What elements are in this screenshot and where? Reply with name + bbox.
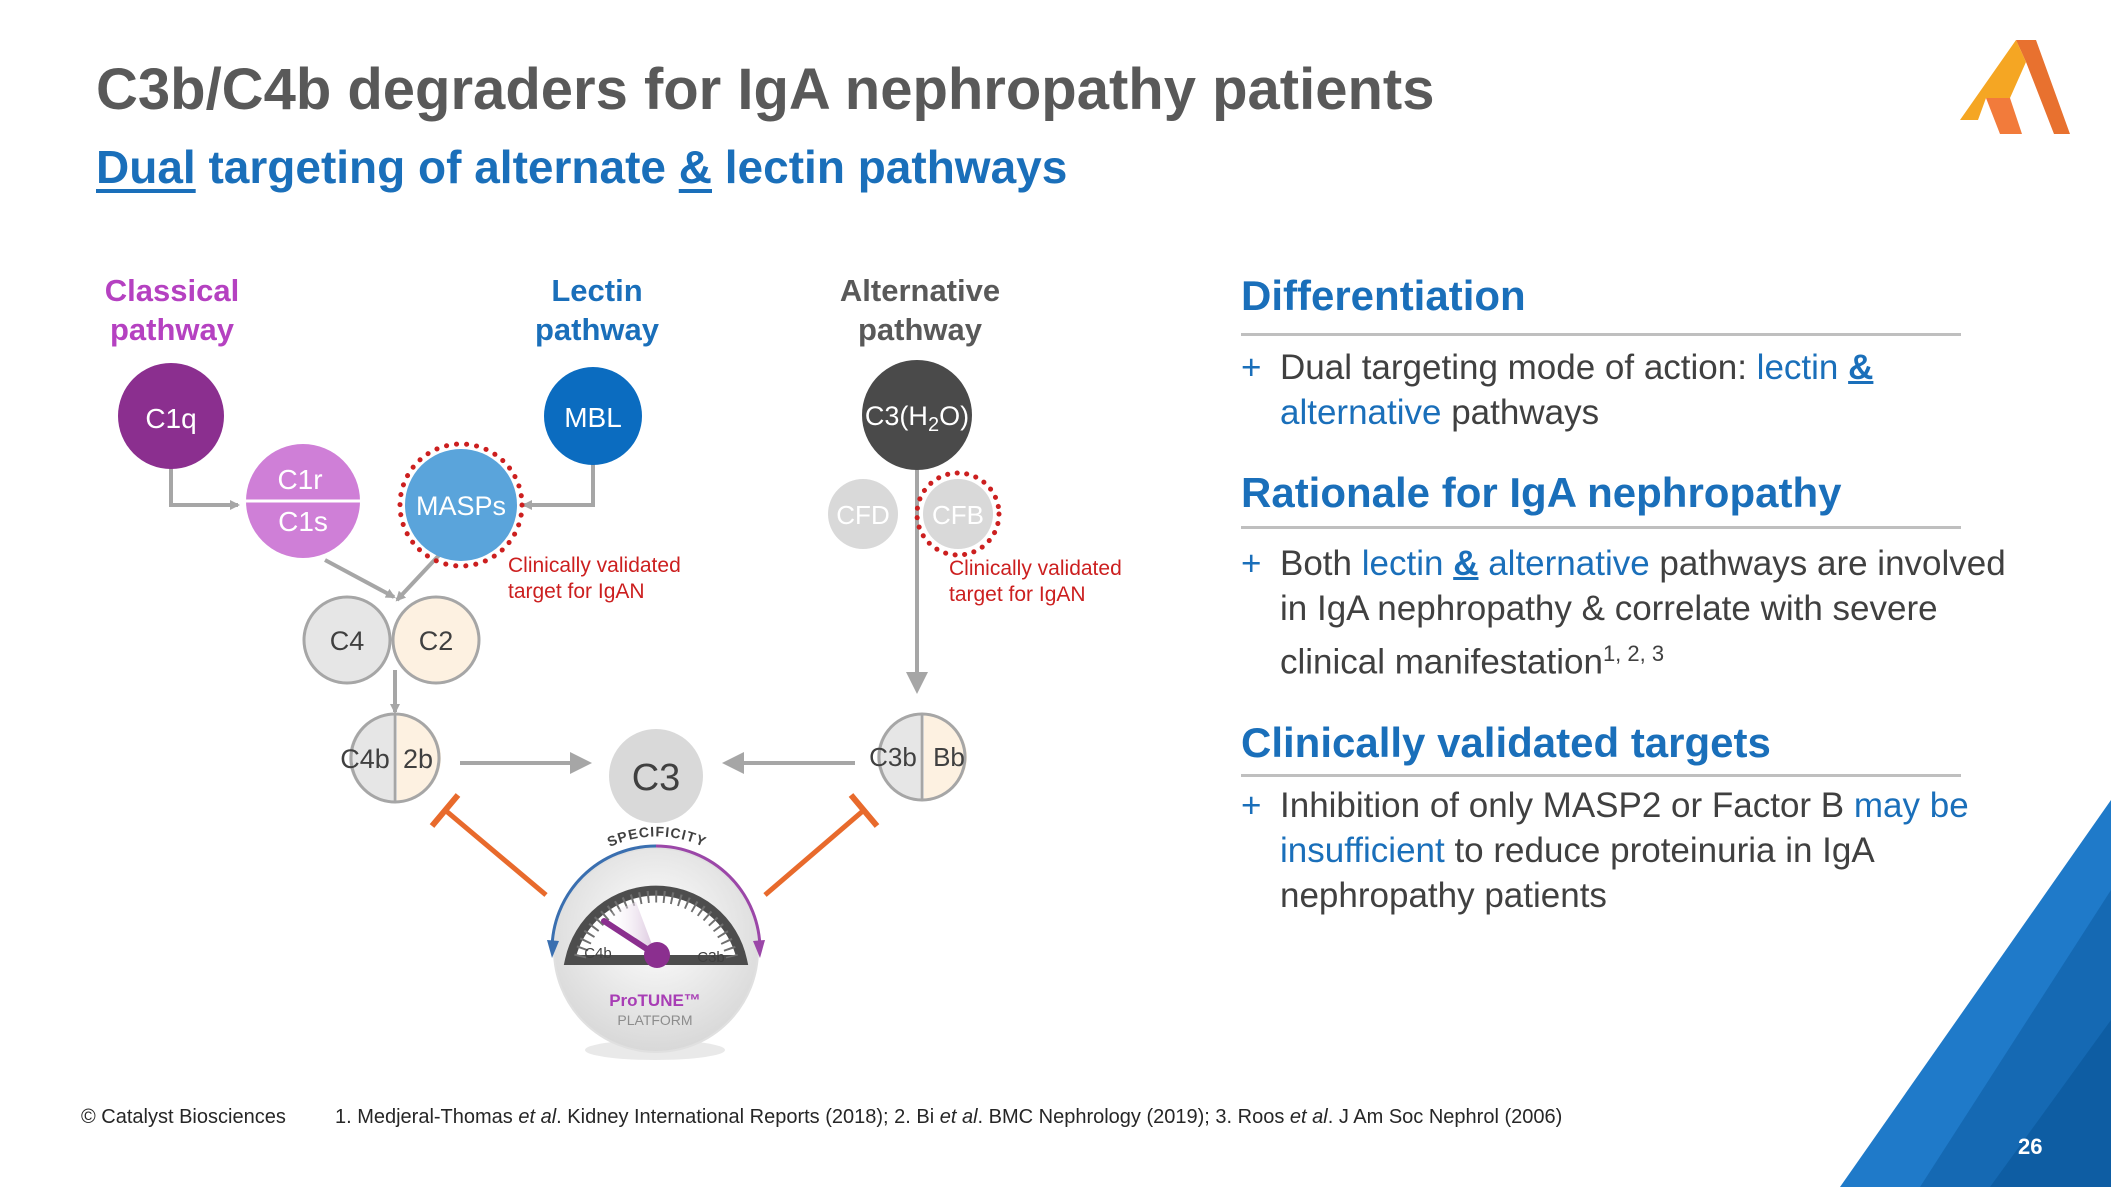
c1q-to-c1r-arrow [169,452,240,510]
c1s-label: C1s [278,506,328,537]
section-targets-heading: Clinically validated targets [1241,719,1771,766]
section-rationale-heading: Rationale for IgA nephropathy [1241,469,1842,516]
bb-label: Bb [933,742,965,772]
slide-subtitle: Dual targeting of alternate & lectin pat… [96,140,1067,194]
copyright: © Catalyst Biosciences [81,1106,286,1128]
cfd-label: CFD [836,500,889,530]
c3b-label: C3b [869,742,917,772]
corner-decoration [1840,800,2111,1187]
section-divider [1241,333,1961,336]
targets-bullet: + Inhibition of only MASP2 or Factor B m… [1241,786,1969,915]
section-differentiation-heading: Differentiation [1241,272,1526,319]
rationale-bullet: + Both lectin & alternative pathways are… [1241,544,2006,682]
alternative-target-note: Clinically validated target for IgAN [949,557,1122,606]
c4-label: C4 [330,626,365,656]
footer-references: © Catalyst Biosciences 1. Medjeral-Thoma… [81,1106,1563,1128]
inhibition-right-bar [848,793,880,828]
lectin-target-note: Clinically validated target for IgAN [508,554,681,603]
c2b-half [397,714,441,802]
bb-half [924,714,967,800]
complement-pathway-diagram: C1q C1r C1s MASPs MBL C3(H2O) CFD CFB C4… [118,360,1002,1060]
subtitle-end: lectin pathways [712,141,1068,193]
gauge-brand: ProTUNE™ [609,991,701,1010]
c1s-to-c4-arrow [324,558,396,599]
gauge-platform: PLATFORM [617,1012,692,1028]
classical-pathway-label: Classical pathway [104,273,240,347]
cfb-node [923,479,993,549]
page-number: 26 [2018,1134,2043,1159]
c2b-label: 2b [403,744,433,774]
cfb-label: CFB [932,500,984,530]
masps-label: MASPs [416,491,506,521]
c2-label: C2 [419,626,454,656]
c3-label: C3 [632,757,681,799]
protune-gauge: SPECIFICITY C4b C3b ProTUNE™ PLATFORM [547,823,765,1060]
catalyst-logo [1960,40,2070,134]
c3h2o-label: C3(H2O) [865,401,969,436]
mbl-label: MBL [564,402,622,433]
c4b-label: C4b [340,744,390,774]
subtitle-dual: Dual [96,141,196,193]
c4b-half [349,714,393,802]
c3-node [609,729,703,823]
subtitle-ampersand: & [678,141,712,193]
differentiation-bullet: + Dual targeting mode of action: lectin … [1241,348,1874,432]
mbl-to-masps-arrow [522,452,595,510]
c3h2o-node [862,360,972,470]
c3b-half [877,714,920,800]
c1r-label: C1r [277,464,322,495]
c1q-label: C1q [145,403,196,434]
c4-node [302,595,392,685]
cfb-target-ring [914,470,1002,558]
c2-node [391,595,481,685]
slide-title: C3b/C4b degraders for IgA nephropathy pa… [96,57,1435,122]
inhibition-left-bar [429,793,461,828]
section-divider [1241,774,1961,777]
cfd-node [828,479,898,549]
subtitle-middle: targeting of alternate [195,141,679,193]
gauge-left-label: C4b [584,945,612,962]
c1q-node [118,363,224,469]
inhibition-left-line [443,808,548,897]
masps-node [405,449,517,561]
alternative-pathway-label: Alternative pathway [839,273,1001,347]
lectin-pathway-label: Lectin pathway [534,273,660,347]
gauge-right-label: C3b [697,949,725,966]
section-divider [1241,526,1961,529]
inhibition-right-line [763,808,866,897]
masps-target-ring [397,441,525,569]
mbl-node [544,367,642,465]
